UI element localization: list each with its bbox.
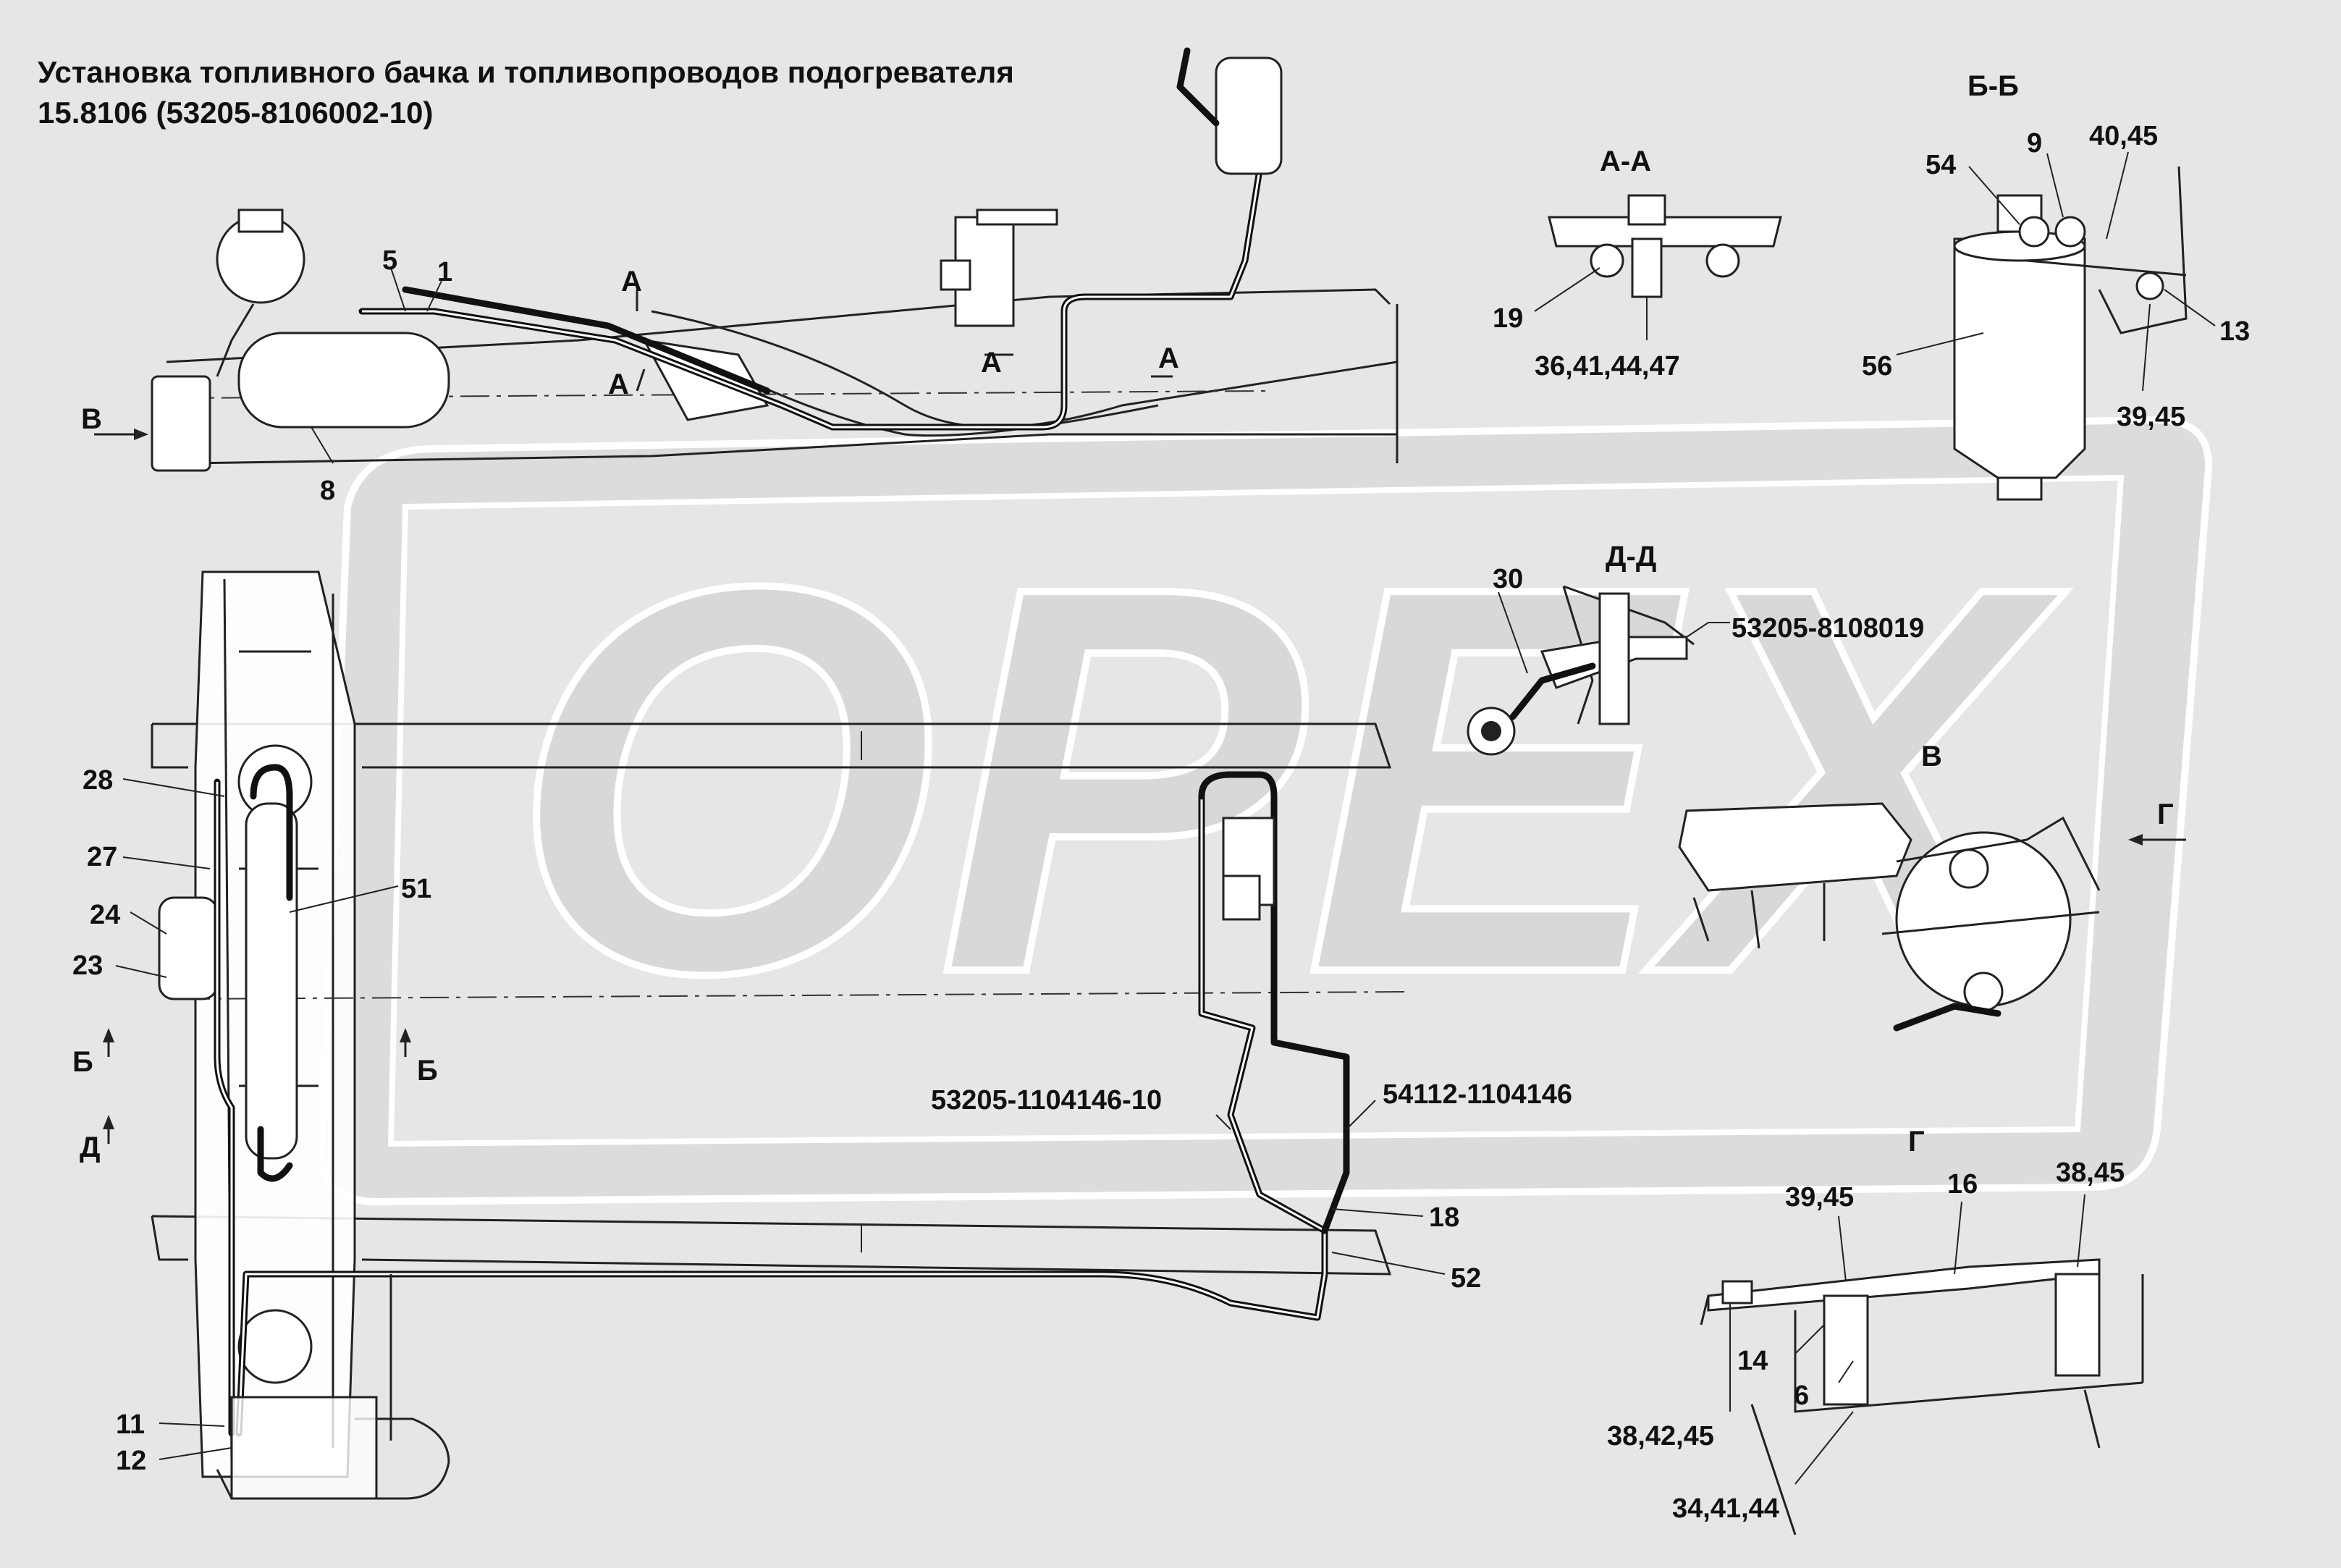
- callout-18: 18: [1429, 1202, 1459, 1233]
- callout-54112-1104146: 54112-1104146: [1383, 1079, 1572, 1110]
- callout-53205-8108019: 53205-8108019: [1732, 613, 1924, 644]
- callout-56: 56: [1862, 351, 1892, 382]
- callout-13: 13: [2219, 316, 2250, 347]
- view-g-title: Г: [1908, 1126, 1925, 1158]
- callout-24: 24: [90, 900, 120, 930]
- filter-housing: [151, 375, 211, 472]
- section-a-mark-3: А: [981, 347, 1002, 379]
- plan-view: Б Б Д 28 27 51 24 23 53205-1104146-10 54…: [72, 570, 1572, 1500]
- callout-27: 27: [87, 842, 117, 872]
- section-d-mark: Д: [80, 1131, 101, 1163]
- section-b-mark-2: Б: [417, 1055, 438, 1087]
- watermark: OPEX: [318, 416, 2213, 1206]
- filter-56: [1953, 237, 2086, 479]
- callout-g-39-45: 39,45: [1785, 1182, 1854, 1213]
- heater-unit: [158, 896, 219, 1000]
- callout-11: 11: [116, 1409, 145, 1440]
- callout-53205-1104146-10: 53205-1104146-10: [931, 1085, 1162, 1116]
- section-b-mark-1: Б: [72, 1046, 93, 1078]
- callout-54: 54: [1925, 150, 1956, 180]
- callout-28: 28: [83, 765, 113, 796]
- callout-g-34-41-44: 34,41,44: [1672, 1493, 1779, 1524]
- title-line-2: 15.8106 (53205-8106002-10): [38, 96, 433, 130]
- section-aa: А-А 19 36,41,44,47: [1493, 146, 1782, 382]
- fuel-filter-top: [1215, 56, 1283, 175]
- callout-g-38-42-45: 38,42,45: [1607, 1421, 1714, 1451]
- view-v-arrow-label: В: [81, 403, 102, 435]
- callout-40-45: 40,45: [2089, 121, 2158, 151]
- section-bb-title: Б-Б: [1967, 70, 2019, 102]
- callout-39-45: 39,45: [2117, 402, 2185, 432]
- callout-36-41-44-47: 36,41,44,47: [1535, 351, 1680, 382]
- view-g: Г 39,45 16 38,45 14 6 38,42,45 34,41,44: [1607, 1126, 2144, 1535]
- cap-icon: [237, 208, 284, 233]
- callout-g-16: 16: [1947, 1169, 1978, 1200]
- tank-plan: [245, 802, 298, 1160]
- callout-5: 5: [382, 245, 397, 276]
- watermark-text: OPEX: [510, 473, 2067, 1087]
- callout-19: 19: [1493, 303, 1523, 334]
- fuel-tank: [237, 332, 450, 429]
- section-dd-title: Д-Д: [1606, 541, 1656, 573]
- callout-1: 1: [437, 257, 452, 287]
- section-bb: Б-Б 54 9 40,45 13 56 39,45: [1862, 70, 2250, 501]
- title-line-1: Установка топливного бачка и топливопров…: [38, 55, 1014, 89]
- section-a-mark-2: А: [608, 368, 629, 400]
- callout-g-38-45: 38,45: [2056, 1158, 2125, 1188]
- callout-52: 52: [1451, 1263, 1481, 1294]
- callout-12: 12: [116, 1446, 146, 1476]
- view-g-arrow-label: Г: [2157, 798, 2174, 830]
- callout-51: 51: [401, 874, 431, 904]
- side-view: В А А А А 5 1 8: [81, 47, 1399, 506]
- callout-g-6: 6: [1794, 1381, 1809, 1411]
- section-a-mark-4: А: [1158, 342, 1179, 374]
- section-a-mark-1: А: [621, 266, 642, 298]
- callout-8: 8: [320, 476, 335, 506]
- callout-9: 9: [2027, 128, 2042, 159]
- section-dd: Д-Д 30 53205-8108019: [1467, 541, 1924, 756]
- section-aa-title: А-А: [1600, 146, 1651, 177]
- view-v: В Г: [1678, 741, 2186, 1032]
- callout-g-14: 14: [1737, 1346, 1768, 1376]
- callout-23: 23: [72, 951, 103, 981]
- view-v-title: В: [1921, 741, 1942, 772]
- callout-30: 30: [1493, 564, 1523, 594]
